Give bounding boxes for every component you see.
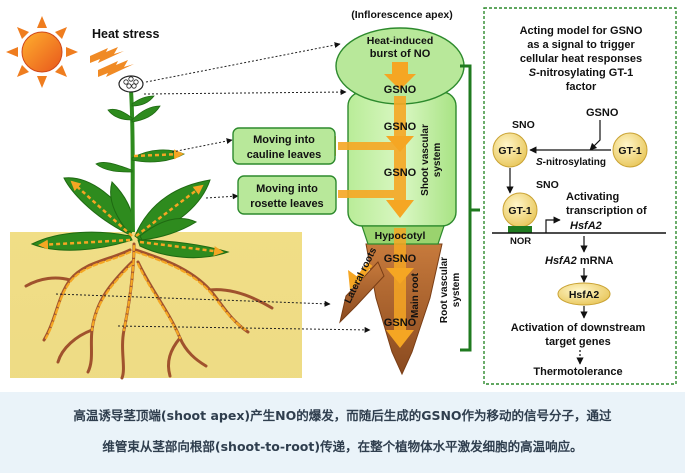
activation-label: Activation of downstream target genes [511,322,646,348]
sun-icon [6,16,78,88]
apex-label: (Inflorescence apex) [351,9,453,21]
svg-text:as a signal to trigger: as a signal to trigger [527,39,635,51]
cauline-leaves-box: Moving into cauline leaves [232,127,336,165]
snitrosylating-label: S-nitrosylating [536,157,606,168]
heat-stress-label: Heat stress [92,27,159,41]
gsno-flow-arrows [348,62,416,348]
svg-text:GT-1: GT-1 [508,205,531,217]
leaf-transport-arrows [38,180,224,256]
svg-text:Activating: Activating [566,191,619,203]
burst-label-1: Heat-induced [367,35,434,47]
caption-line-2: 维管束从茎部向根部(shoot-to-root)传递，在整个植物体水平激发细胞的… [102,439,583,454]
heat-waves-icon [90,47,134,77]
svg-text:S-nitrosylating GT-1: S-nitrosylating GT-1 [529,67,634,79]
rosette-leaves-box: Moving into rosette leaves [237,175,337,215]
svg-text:transcription of: transcription of [566,205,647,217]
thermotolerance-label: Thermotolerance [533,366,622,378]
vascular-brackets [460,64,480,352]
model-title: Acting model for GSNO as a signal to tri… [520,25,643,93]
burst-label-2: burst of NO [370,48,431,60]
svg-text:Root vascular: Root vascular [439,257,450,323]
shoot-vascular-label: Shoot vascular system [420,124,443,196]
sno-label-2: SNO [536,179,559,191]
gt1-free-node: GT-1 [612,132,648,168]
root-vascular-label: Root vascular system [439,257,462,323]
svg-text:factor: factor [566,81,597,93]
svg-text:Shoot vascular: Shoot vascular [420,124,431,196]
sno-label-1: SNO [512,119,535,131]
caption-band: 高温诱导茎顶端(shoot apex)产生NO的爆发，而随后生成的GSNO作为移… [0,392,685,473]
svg-text:Moving into: Moving into [256,183,318,195]
svg-text:Moving into: Moving into [253,134,315,146]
svg-text:HsfA2: HsfA2 [570,220,602,232]
svg-text:cauline leaves: cauline leaves [247,149,322,161]
svg-text:system: system [432,143,443,178]
svg-text:Activation of downstream: Activation of downstream [511,322,646,334]
tss-arrow [545,216,561,233]
hsfa2-protein-node: HsfA2 [557,282,611,306]
gt1-nitrosylated-node: GT-1 [492,132,528,168]
svg-text:Acting model for GSNO: Acting model for GSNO [520,25,643,37]
svg-text:target genes: target genes [545,336,610,348]
heat-stress-diagram: Heat stress [6,7,677,385]
svg-text:system: system [451,273,462,308]
nor-label: NOR [510,236,531,247]
root-transport-dashes [44,244,248,340]
nor-element [508,226,532,233]
gsno-shoot-label: GSNO [384,121,417,133]
pointer-lines [55,42,371,333]
stem [129,89,135,233]
svg-text:GT-1: GT-1 [498,145,521,157]
cauline-leaves [95,95,185,173]
caption-line-1: 高温诱导茎顶端(shoot apex)产生NO的爆发，而随后生成的GSNO作为移… [73,408,612,423]
svg-text:HsfA2: HsfA2 [569,289,600,301]
hypocotyl-label: Hypocotyl [375,230,426,242]
activating-label: Activating transcription of HsfA2 [566,191,647,232]
main-root-label: Main root [410,272,421,318]
gsno-shoot-label-2: GSNO [384,167,417,179]
model-gsno-label: GSNO [586,107,619,119]
gsno-apex-label: GSNO [384,84,417,96]
hsfa2-mrna-label: HsfA2 mRNA [545,255,614,267]
gsno-root-label-2: GSNO [384,317,417,329]
svg-text:cellular heat responses: cellular heat responses [520,53,642,65]
inflorescence-apex [118,75,144,93]
svg-text:rosette leaves: rosette leaves [250,198,323,210]
gsno-root-label: GSNO [384,253,417,265]
gt1-bound-node: GT-1 [502,192,538,228]
svg-text:GT-1: GT-1 [618,145,641,157]
